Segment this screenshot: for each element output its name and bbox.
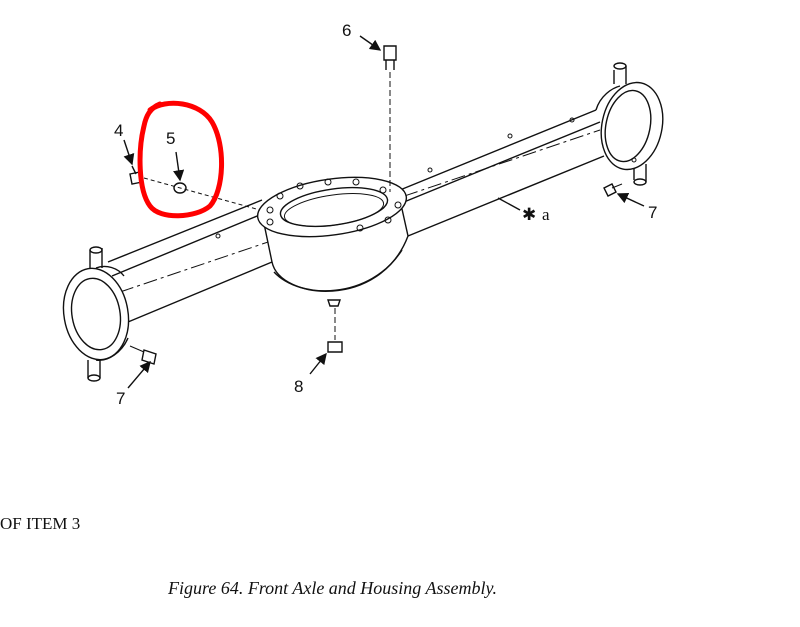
- callout-7-right: 7: [648, 203, 657, 222]
- callout-7-left: 7: [116, 389, 125, 408]
- callout-5: 5: [166, 129, 175, 148]
- leader-arrows: [123, 35, 645, 389]
- part-6-breather: [383, 45, 397, 192]
- asterisk-marker: ✱: [522, 205, 536, 224]
- differential-housing: [256, 176, 409, 307]
- right-axle-end: [507, 62, 664, 186]
- part-8-plug: [327, 308, 343, 353]
- part-5-washer: [143, 177, 261, 211]
- partial-reference-text: OF ITEM 3: [0, 514, 81, 533]
- callout-a: a: [542, 205, 550, 224]
- callout-8: 8: [294, 377, 303, 396]
- part-7-left-bolt: [129, 345, 157, 365]
- callout-4: 4: [114, 121, 123, 140]
- callout-6: 6: [342, 21, 351, 40]
- part-7-right-bolt: [603, 183, 623, 197]
- left-axle-end: [62, 167, 433, 382]
- figure-caption: Figure 64. Front Axle and Housing Assemb…: [168, 578, 497, 598]
- red-highlight-circle: [137, 100, 224, 219]
